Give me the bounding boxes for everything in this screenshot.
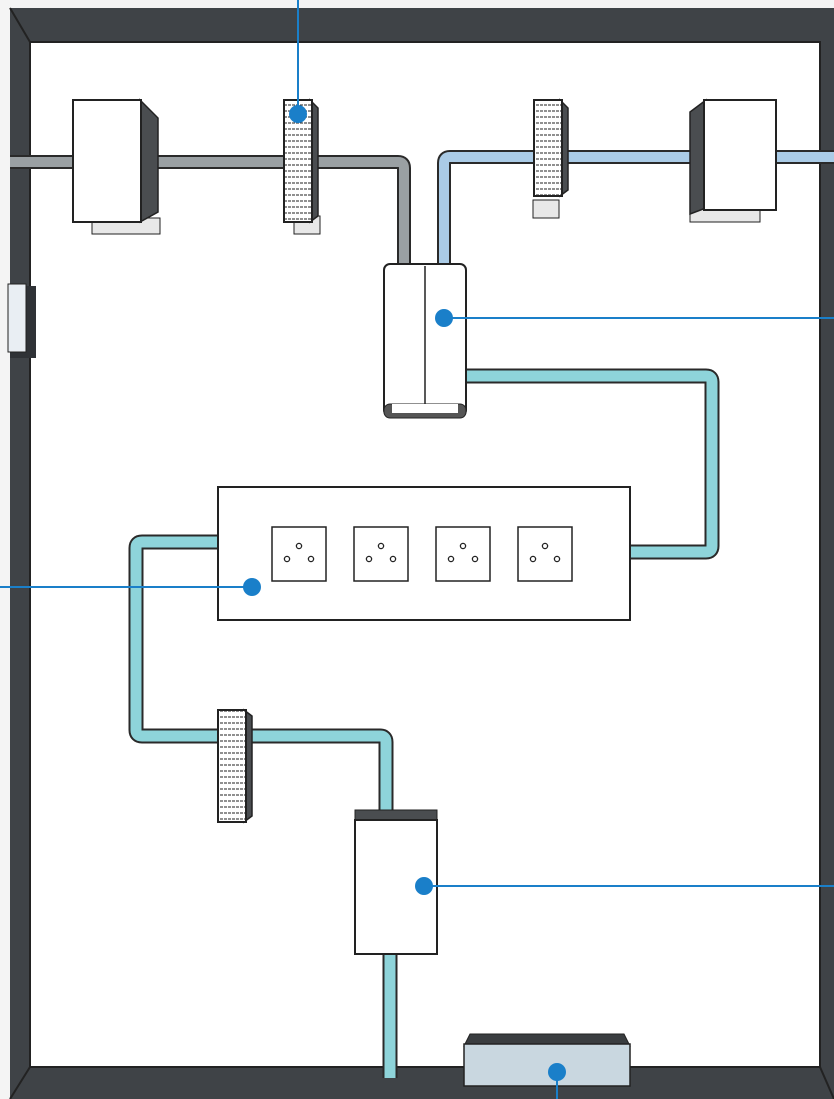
cube-box-icon <box>72 98 161 235</box>
callout-mixing-cylinder[interactable] <box>435 309 834 327</box>
blue-pipe <box>437 150 834 268</box>
cube-box-icon <box>689 98 777 223</box>
power-outlet-icon <box>435 526 491 582</box>
callout-unit-bottom[interactable] <box>415 877 834 895</box>
wall-door-icon <box>7 283 36 358</box>
gray-pipe <box>10 155 411 268</box>
power-outlet-icon <box>271 526 327 582</box>
cylinder-tank-icon <box>383 263 467 419</box>
gauge-meter-icon <box>532 98 569 219</box>
gauge-meter-icon <box>217 708 253 824</box>
callout-meter-top-left[interactable] <box>289 0 307 123</box>
vent-grille-icon <box>463 1033 631 1087</box>
power-outlet-icon <box>517 526 573 582</box>
callout-floor-vent[interactable] <box>548 1063 566 1099</box>
callout-socket-panel[interactable] <box>0 578 261 596</box>
power-outlet-strip-icon <box>217 486 631 621</box>
cyan-pipe <box>128 368 720 1078</box>
socket-outlets <box>271 526 573 582</box>
power-outlet-icon <box>353 526 409 582</box>
